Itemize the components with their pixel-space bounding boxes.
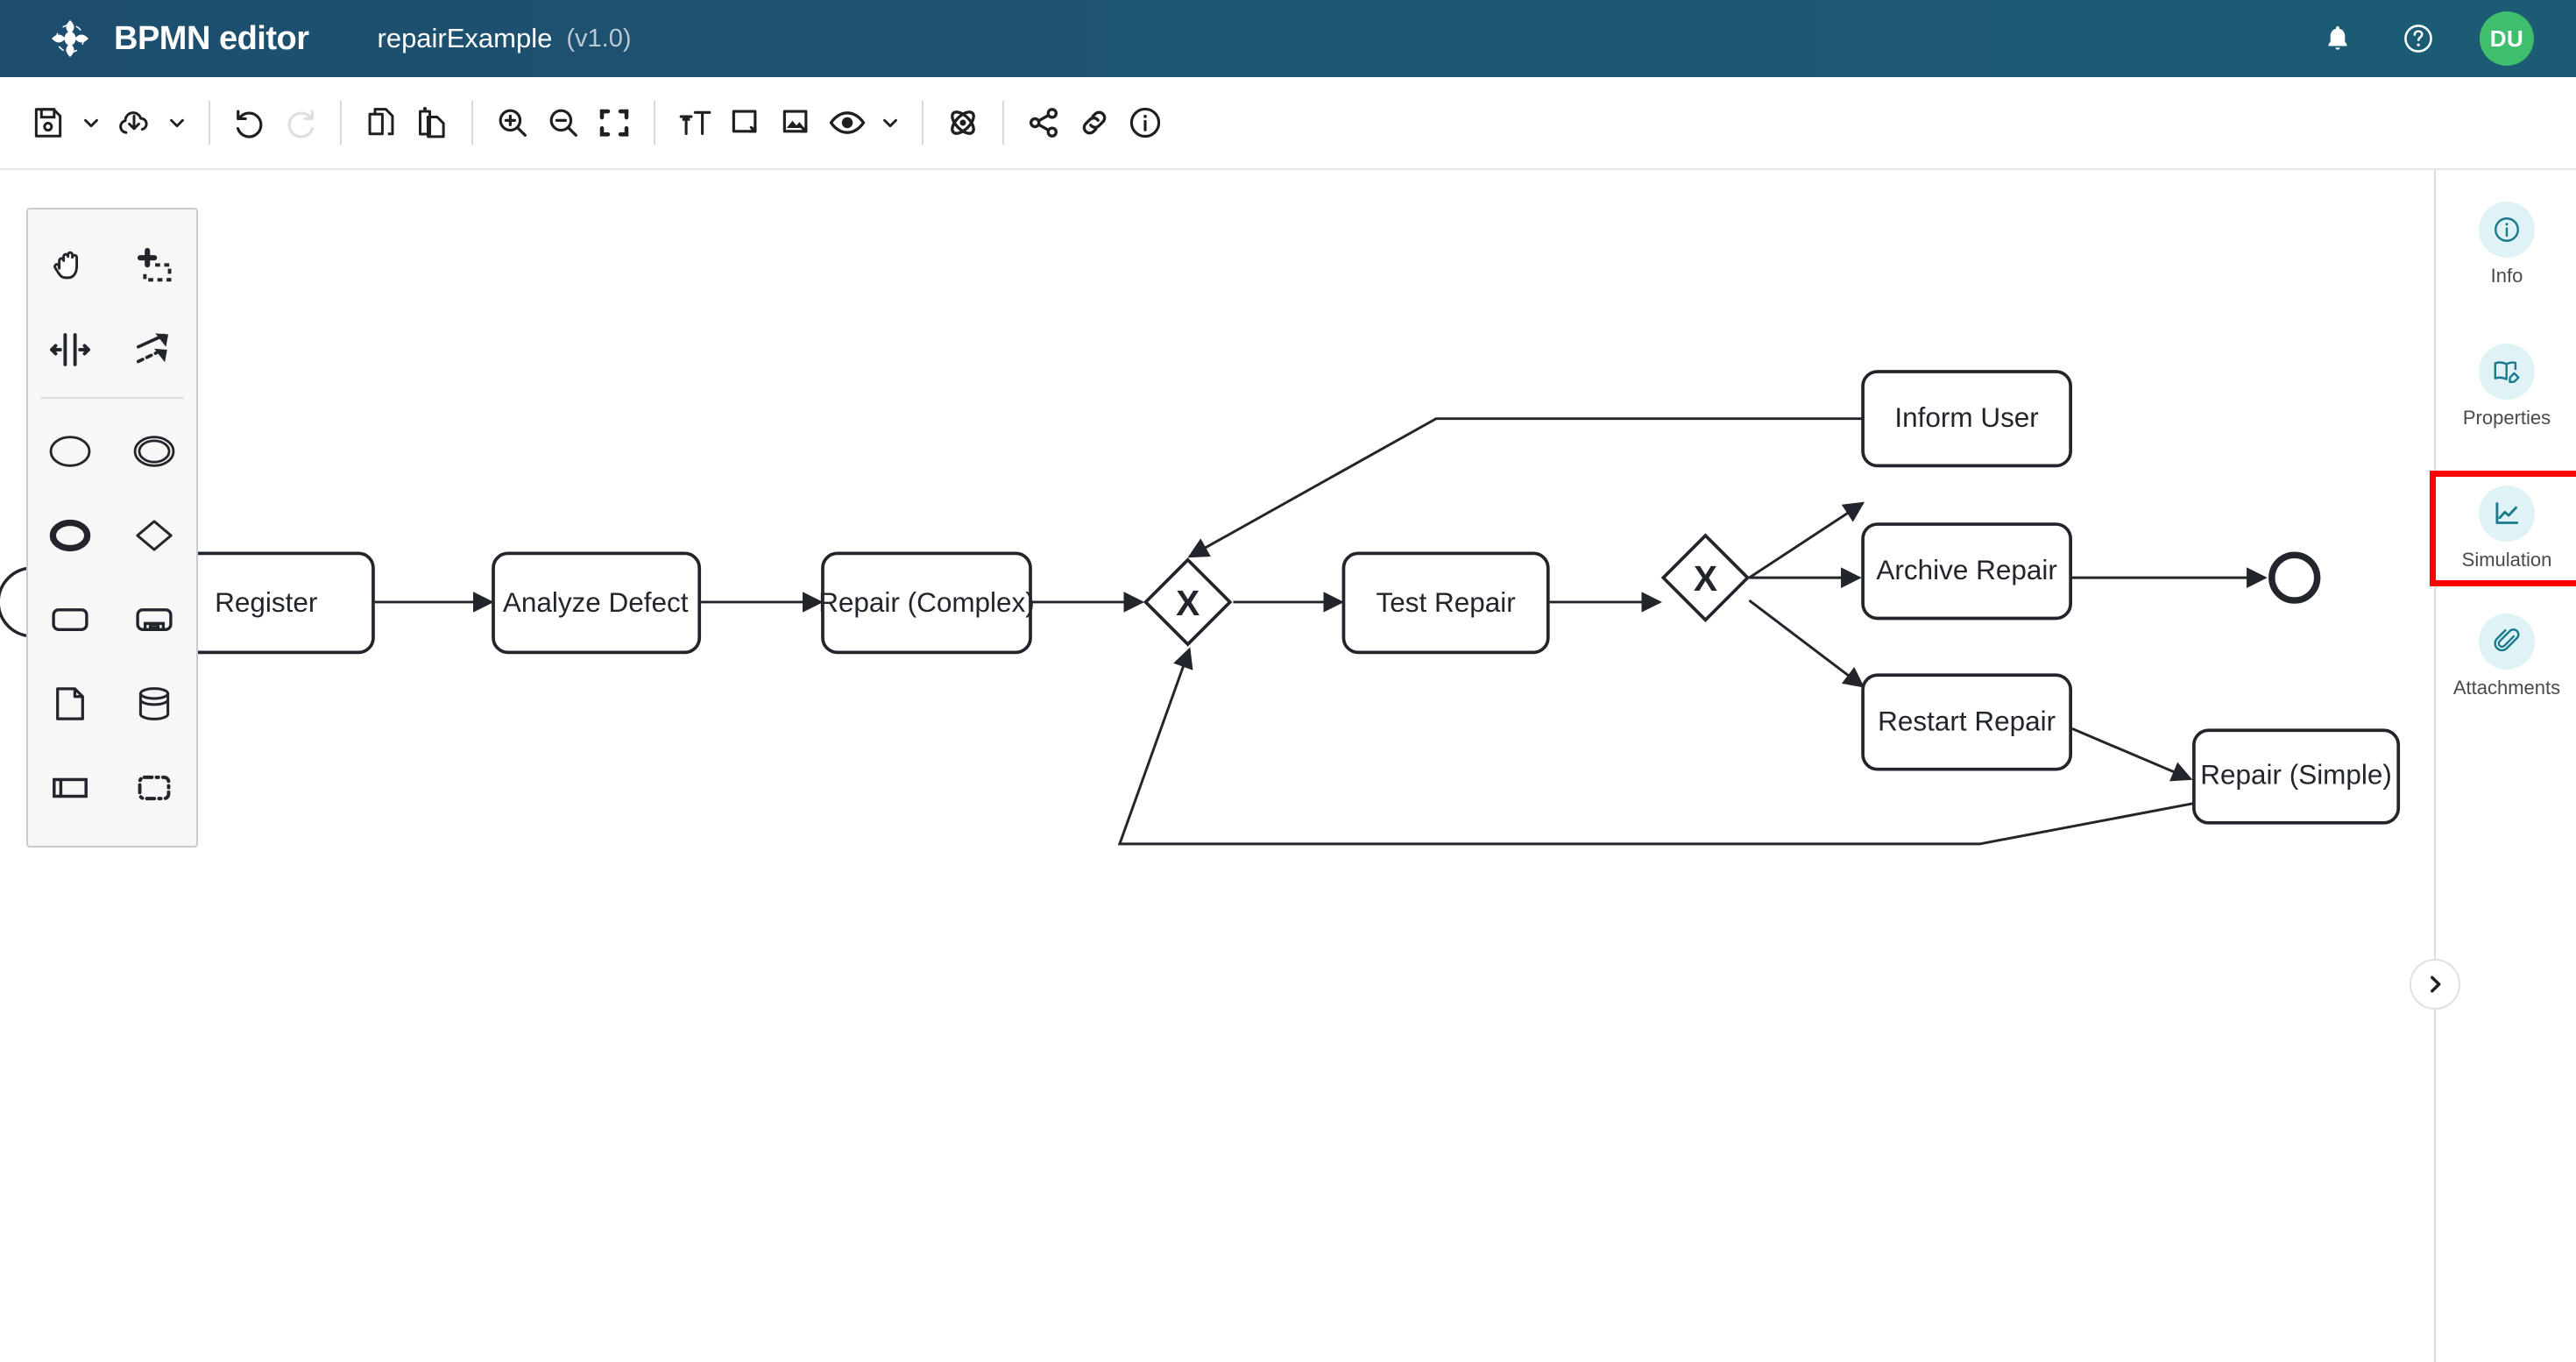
task-label: Repair (Complex) <box>818 587 1035 618</box>
info-circle-icon[interactable] <box>1120 97 1171 148</box>
gateway-label: X <box>1176 583 1200 623</box>
undo-button[interactable] <box>224 97 275 148</box>
info-circle-icon <box>2479 202 2535 258</box>
sequence-flows <box>66 417 2268 846</box>
toolbar-divider <box>922 101 924 145</box>
rail-item-simulation[interactable]: Simulation <box>2430 471 2576 586</box>
task-label: Restart Repair <box>1878 706 2056 736</box>
chain-link-icon[interactable] <box>1069 97 1120 148</box>
atom-icon[interactable] <box>938 97 988 148</box>
save-button[interactable] <box>23 97 74 148</box>
square-resize-icon[interactable] <box>720 97 771 148</box>
header-actions: DU <box>2318 11 2534 66</box>
task-repair-simple[interactable]: Repair (Simple) <box>2192 728 2401 825</box>
avatar[interactable]: DU <box>2480 11 2534 66</box>
gateway-split[interactable]: X <box>1660 533 1751 622</box>
copy-icon[interactable] <box>356 97 407 148</box>
rail-item-info[interactable]: Info <box>2436 193 2576 296</box>
app-header: BPMN editor repairExample (v1.0) DU <box>0 0 2576 77</box>
task-analyze-defect[interactable]: Analyze Defect <box>492 551 702 655</box>
task-label: Archive Repair <box>1876 555 2056 585</box>
gateway-merge[interactable]: X <box>1143 557 1233 647</box>
rail-item-label: Info <box>2490 265 2523 287</box>
chevron-right-icon[interactable] <box>2410 959 2460 1010</box>
palette-divider <box>40 397 184 399</box>
double-circle-icon[interactable] <box>112 409 196 493</box>
diagram-version: (v1.0) <box>566 24 632 53</box>
paperclip-icon <box>2479 614 2535 670</box>
connect-arrows-icon[interactable] <box>112 308 196 392</box>
magnifier-minus-icon[interactable] <box>538 97 589 148</box>
subprocess-icon[interactable] <box>112 578 196 662</box>
dashed-group-icon[interactable] <box>112 746 196 830</box>
bpmn-nodes[interactable]: Register Analyze Defect Repair (Complex)… <box>0 370 2401 825</box>
main-toolbar <box>0 77 2576 170</box>
lasso-select-icon[interactable] <box>112 223 196 308</box>
diagram-canvas[interactable]: Register Analyze Defect Repair (Complex)… <box>0 170 2434 1362</box>
task-repair-complex[interactable]: Repair (Complex) <box>818 551 1035 655</box>
hand-icon[interactable] <box>28 223 112 308</box>
rail-item-properties[interactable]: Properties <box>2436 335 2576 438</box>
redo-button[interactable] <box>275 97 326 148</box>
save-menu-caret[interactable] <box>74 97 109 148</box>
rail-item-label: Attachments <box>2452 677 2561 699</box>
task-test-repair[interactable]: Test Repair <box>1341 551 1550 655</box>
task-archive-repair[interactable]: Archive Repair <box>1861 522 2073 621</box>
toolbar-divider <box>209 101 210 145</box>
element-palette[interactable] <box>26 208 198 848</box>
right-sidebar: Info Properties Simulation At <box>2410 170 2576 1362</box>
task-register[interactable]: Register <box>159 551 375 655</box>
visibility-menu-caret[interactable] <box>873 97 908 148</box>
bell-icon[interactable] <box>2318 19 2357 58</box>
image-export-icon[interactable] <box>771 97 822 148</box>
rail-item-label: Simulation <box>2461 549 2552 571</box>
download-button[interactable] <box>109 97 159 148</box>
bpmn-logo-icon <box>49 18 91 60</box>
space-tool-icon[interactable] <box>28 308 112 392</box>
book-pencil-icon <box>2479 344 2535 400</box>
toolbar-divider <box>1002 101 1004 145</box>
circle-thin-icon[interactable] <box>28 409 112 493</box>
text-size-icon[interactable] <box>669 97 720 148</box>
task-label: Inform User <box>1894 402 2038 433</box>
pool-lane-icon[interactable] <box>28 746 112 830</box>
rail-item-label: Properties <box>2462 407 2551 429</box>
task-label: Analyze Defect <box>503 587 689 618</box>
share-nodes-icon[interactable] <box>1018 97 1069 148</box>
eye-icon[interactable] <box>822 97 873 148</box>
task-label: Repair (Simple) <box>2200 759 2392 790</box>
toolbar-divider <box>471 101 473 145</box>
rounded-rect-icon[interactable] <box>28 578 112 662</box>
rail-item-attachments[interactable]: Attachments <box>2436 605 2576 708</box>
line-chart-icon <box>2479 486 2535 542</box>
document-page-icon[interactable] <box>28 662 112 746</box>
toolbar-divider <box>654 101 655 145</box>
circle-thick-icon[interactable] <box>28 493 112 578</box>
diamond-icon[interactable] <box>112 493 196 578</box>
paste-icon[interactable] <box>407 97 457 148</box>
task-label: Test Repair <box>1376 587 1516 618</box>
fit-screen-icon[interactable] <box>589 97 640 148</box>
app-title: BPMN editor <box>114 19 309 57</box>
magnifier-plus-icon[interactable] <box>487 97 538 148</box>
task-inform-user[interactable]: Inform User <box>1861 370 2073 468</box>
download-menu-caret[interactable] <box>159 97 195 148</box>
end-event[interactable] <box>2268 551 2321 604</box>
task-label: Register <box>215 587 317 618</box>
diagram-name: repairExample <box>377 23 553 53</box>
question-circle-icon[interactable] <box>2399 19 2438 58</box>
database-cylinder-icon[interactable] <box>112 662 196 746</box>
toolbar-divider <box>340 101 342 145</box>
task-restart-repair[interactable]: Restart Repair <box>1861 673 2073 771</box>
gateway-label: X <box>1694 558 1717 599</box>
bpmn-diagram[interactable]: Register Analyze Defect Repair (Complex)… <box>0 170 2434 1362</box>
